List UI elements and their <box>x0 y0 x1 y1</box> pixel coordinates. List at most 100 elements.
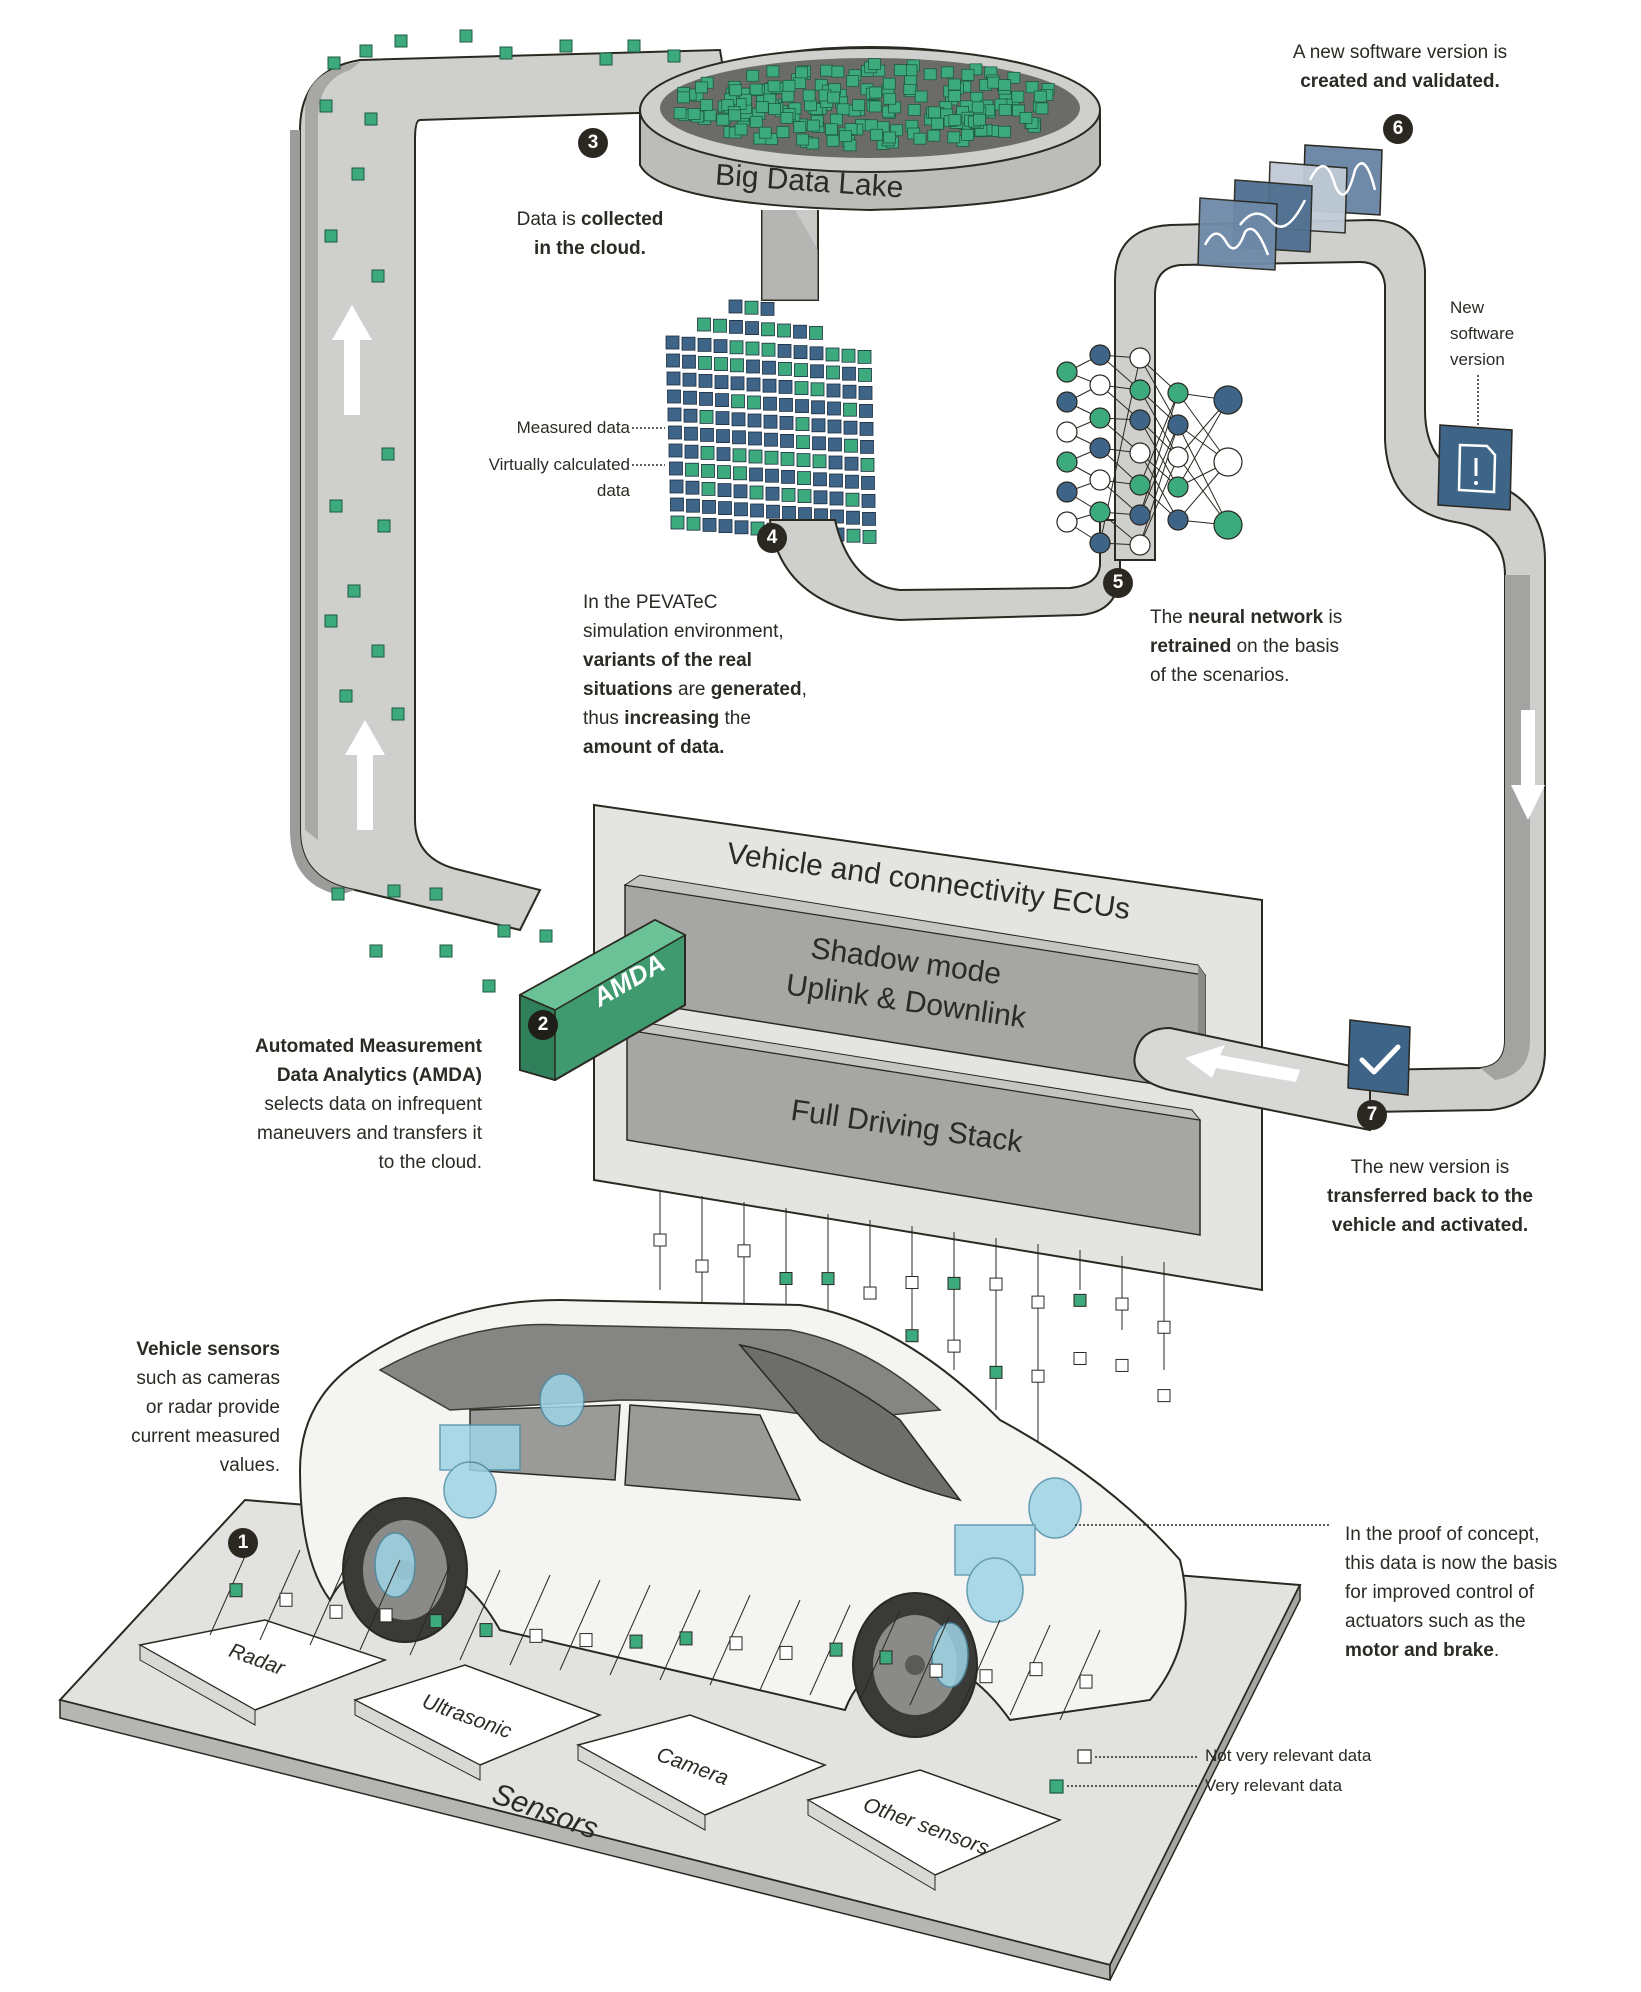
calculated-data-cube <box>827 401 841 416</box>
lake-data-cube <box>894 64 907 77</box>
lake-data-cube <box>903 83 917 95</box>
lake-data-cube <box>729 84 743 97</box>
calculated-data-cube <box>683 408 698 423</box>
network-connection <box>1139 424 1179 516</box>
lake-data-cube <box>971 101 985 114</box>
lake-data-cube <box>998 79 1012 91</box>
annotation-simulation: In the PEVATeC simulation environment, v… <box>583 592 807 758</box>
lake-data-cube <box>869 86 882 99</box>
sensor-line <box>759 1599 801 1691</box>
return-tube <box>1133 1026 1371 1132</box>
calculated-data-cube <box>684 444 699 459</box>
network-node <box>1089 469 1111 491</box>
network-node <box>1129 534 1151 556</box>
calculated-data-cube <box>716 447 731 462</box>
lake-data-cube <box>948 78 961 91</box>
calculated-data-cube <box>779 397 793 412</box>
network-node <box>1056 421 1078 443</box>
calculated-data-cube <box>778 379 793 394</box>
calculated-data-cube <box>795 399 809 414</box>
measured-data-cube <box>778 361 792 376</box>
upload-belt <box>290 48 732 932</box>
calculated-data-cube <box>760 301 775 316</box>
lake-data-cube <box>914 90 928 103</box>
step-badge-4: 4 <box>757 523 787 553</box>
calculated-data-cube <box>765 486 780 501</box>
annotation-transfer-back: The new version is transferred back to t… <box>1327 1157 1533 1236</box>
measured-data-cube <box>797 471 811 486</box>
new-software-version-panel <box>1437 375 1513 511</box>
lake-data-cube <box>767 80 781 93</box>
not-relevant-data-cube <box>779 1645 793 1660</box>
calculated-data-cube <box>714 375 729 390</box>
up-arrow-icon <box>332 305 372 415</box>
calculated-data-cube <box>844 456 859 471</box>
calculated-data-cube <box>682 354 696 369</box>
lake-data-cube <box>806 119 820 132</box>
lake-data-cube <box>940 66 954 79</box>
calculated-data-cube <box>826 383 841 398</box>
lake-data-cube <box>927 129 941 142</box>
neural-network <box>1056 344 1243 556</box>
calculated-data-cube <box>858 385 873 400</box>
not-relevant-data-cube <box>379 1608 393 1623</box>
annotation-neural-network: The neural network is retrained on the b… <box>1150 607 1343 686</box>
measured-data-cube <box>844 438 858 453</box>
not-relevant-data-cube <box>329 1604 343 1619</box>
sensor-line <box>509 1574 551 1666</box>
measured-data-cube <box>749 485 764 500</box>
measured-data-cube <box>761 342 776 357</box>
lake-data-cube <box>1019 112 1033 124</box>
calculated-data-cube <box>715 393 729 408</box>
not-relevant-data-cube <box>979 1669 993 1684</box>
measured-data-cube <box>698 355 712 370</box>
data-cubes-upload <box>319 29 681 993</box>
down-arrow-icon <box>1511 710 1545 820</box>
not-relevant-data-cube <box>1157 1320 1171 1334</box>
network-node <box>1129 347 1151 369</box>
network-connection <box>1139 424 1179 546</box>
ecu-board <box>593 803 1263 1292</box>
calculated-data-cube <box>812 436 826 451</box>
lake-data-cube <box>780 112 794 124</box>
measured-data-cube <box>670 515 685 530</box>
lake-data-cube <box>961 128 975 141</box>
relevant-data-cube <box>829 1642 843 1657</box>
not-relevant-data-cube <box>279 1592 293 1607</box>
measured-data-cube <box>699 409 714 424</box>
measured-data-cube <box>812 454 827 469</box>
calculated-data-cube <box>746 359 760 374</box>
calculated-data-cube <box>798 507 812 522</box>
lake-data-cube <box>793 77 807 89</box>
measured-data-cube <box>795 417 810 432</box>
full-driving-stack-block <box>625 1021 1202 1236</box>
calculated-data-cube <box>698 373 713 388</box>
network-node <box>1129 504 1151 526</box>
calculated-data-cube <box>862 512 876 526</box>
lake-data-cube <box>827 91 840 104</box>
calculated-data-cube <box>845 474 859 489</box>
calculated-data-cube <box>762 378 777 393</box>
measured-data-cube <box>701 481 716 496</box>
calculated-data-cube <box>667 407 682 422</box>
validated-panel <box>1347 1019 1411 1096</box>
network-node <box>1089 407 1111 429</box>
measured-data-cube <box>846 528 861 543</box>
lake-data-cube <box>882 77 896 90</box>
network-connection <box>1139 392 1179 516</box>
calculated-data-cube <box>811 400 825 415</box>
lake-data-cube <box>948 114 962 127</box>
lake-data-cube <box>700 99 713 111</box>
relevant-data-cube <box>989 1365 1003 1379</box>
step-badge-5: 5 <box>1103 568 1133 598</box>
legend-relevant-label: Very relevant data <box>1205 1776 1343 1795</box>
sensor-line <box>609 1584 651 1676</box>
measured-data-cube <box>731 394 745 409</box>
lake-data-cube <box>749 83 763 96</box>
left-arrow-icon <box>1185 1045 1300 1082</box>
legend <box>1049 1749 1198 1794</box>
lake-data-cube <box>948 90 961 102</box>
network-node <box>1167 509 1189 531</box>
calculated-data-cube <box>859 403 873 418</box>
calculated-data-cube <box>729 319 743 334</box>
